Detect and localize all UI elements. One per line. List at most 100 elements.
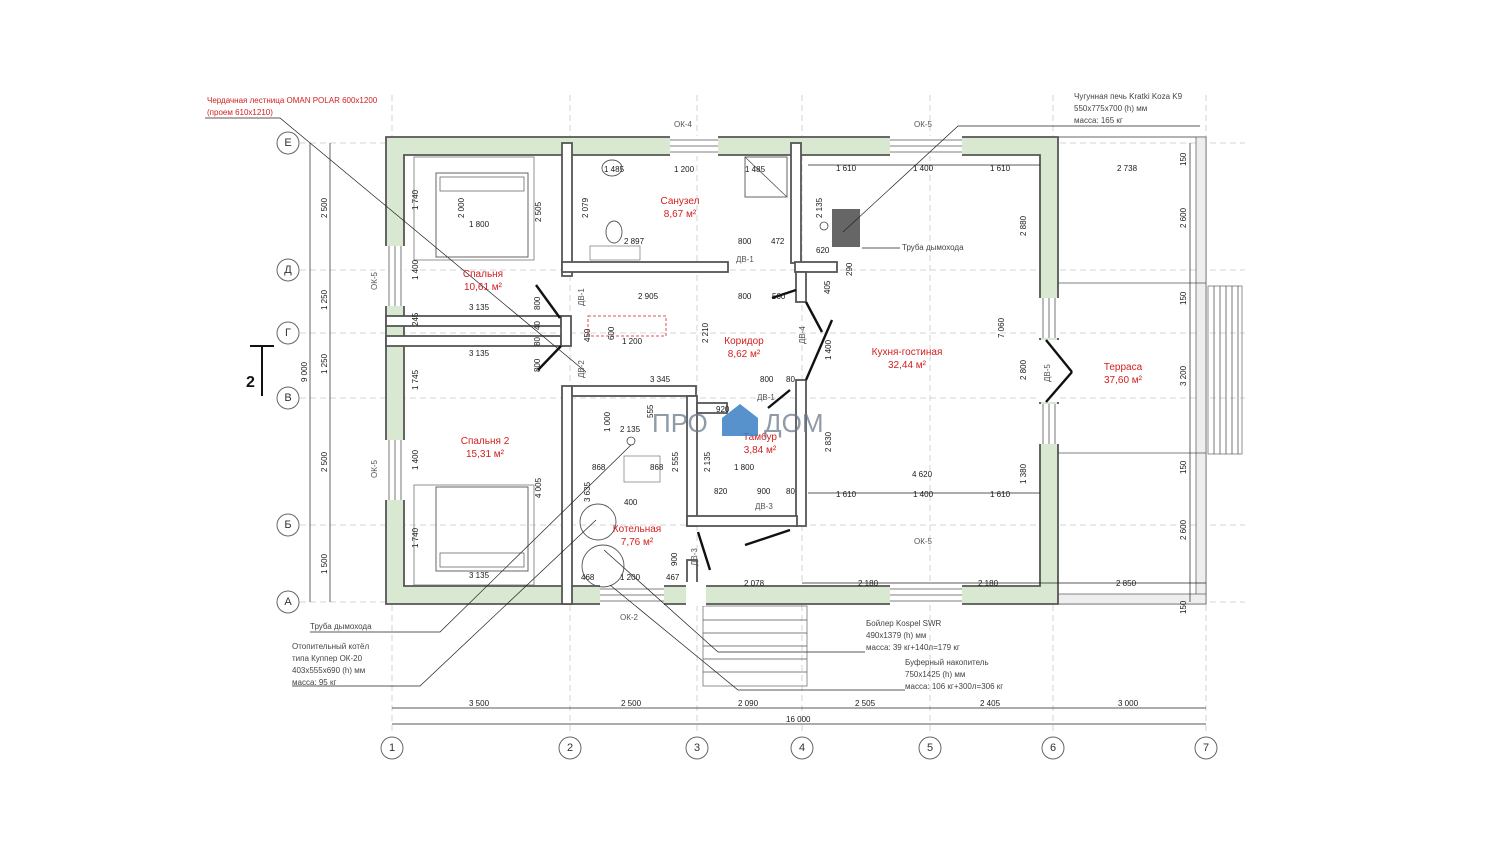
axis-row-b: Б	[284, 519, 291, 531]
dim-terrace-bottom-1: 2 078	[744, 579, 765, 588]
dim-boiler-2: 2 135	[620, 425, 641, 434]
dim-terrace-top: 2 738	[1117, 164, 1138, 173]
dim-corr-9: 40	[533, 321, 542, 330]
dim-bed2-1: 3 135	[469, 349, 490, 358]
stair-note-title: Чердачная лестница OMAN POLAR 600х1200	[207, 96, 378, 105]
window-ok2-label: ОК-2	[620, 613, 639, 622]
dim-kitchen-bottom-1: 1 610	[836, 490, 857, 499]
row-axis-markers: Е Д Г В Б А	[276, 131, 300, 614]
dim-corr-6: 450	[583, 328, 592, 342]
dim-kitchen-width: 4 620	[912, 470, 933, 479]
dim-bottom-2: 2 500	[621, 699, 642, 708]
watermark-text-left: ПРО	[652, 408, 708, 438]
room-corridor-area: 8,62 м²	[728, 349, 761, 360]
boiler-note-1: Отопительный котёл	[292, 642, 369, 651]
axis-row-e: Е	[284, 137, 291, 149]
stove-note-mass: масса: 165 кг	[1074, 116, 1123, 125]
dim-terrace-bottom-2: 2 180	[858, 579, 879, 588]
dim-boiler-4: 868	[650, 463, 664, 472]
leader-lines	[205, 117, 1200, 691]
window-ok5-bottom-label: ОК-5	[914, 537, 933, 546]
dim-boiler-12: 555	[646, 404, 655, 418]
axis-row-v: В	[284, 392, 291, 404]
dim-stove-2: 620	[816, 246, 830, 255]
dim-terrace-7: 150	[1179, 600, 1188, 614]
dim-bottom-4: 2 505	[855, 699, 876, 708]
dim-stove-3: 290	[845, 262, 854, 276]
heater-note-title: Бойлер Kospel SWR	[866, 619, 942, 628]
dim-terrace-bottom-4: 2 850	[1116, 579, 1137, 588]
dim-stove-4: 405	[823, 280, 832, 294]
axis-row-a: А	[284, 596, 292, 608]
room-bedroom-name: Спальня	[463, 269, 503, 280]
dim-bed1-6: 3 135	[469, 303, 490, 312]
dim-bath-4: 2 079	[581, 197, 590, 218]
dim-bath-5: 2 897	[624, 237, 645, 246]
watermark-logo: ПРО ДОМ	[652, 404, 824, 438]
room-terrace-area: 37,60 м²	[1104, 375, 1143, 386]
dim-vest-1: 920	[716, 405, 730, 414]
dim-bottom-1: 3 500	[469, 699, 490, 708]
dim-left-5: 1 500	[320, 553, 329, 574]
heater-note-mass: масса: 39 кг+140л=179 кг	[866, 643, 960, 652]
interior-walls	[385, 142, 838, 605]
boiler-note-2: типа Куппер ОК-20	[292, 654, 363, 663]
window-ok4-label: ОК-4	[674, 120, 693, 129]
room-vestibule-area: 3,84 м²	[744, 445, 777, 456]
room-bathroom-name: Санузел	[661, 196, 700, 207]
dim-terrace-1: 150	[1179, 152, 1188, 166]
axis-col-5: 5	[927, 742, 933, 754]
dim-kitchen-top-2: 1 400	[913, 164, 934, 173]
window-ok5-left-bottom-label: ОК-5	[370, 459, 379, 478]
axis-col-1: 1	[389, 742, 395, 754]
dim-terrace-2: 2 600	[1179, 207, 1188, 228]
furniture-and-fixtures	[413, 156, 860, 588]
boiler-note-4: масса: 95 кг	[292, 678, 336, 687]
dim-bottom-5: 2 405	[980, 699, 1001, 708]
room-labels: Спальня 10,61 м² Спальня 2 15,31 м² Сану…	[461, 196, 1143, 548]
dim-bed1-4: 1 800	[469, 220, 490, 229]
room-kitchen-name: Кухня-гостиная	[872, 347, 943, 358]
dim-boiler-5: 2 555	[671, 451, 680, 472]
dim-stove-5: 1 400	[824, 339, 833, 360]
dim-bed1-7: 245	[411, 312, 420, 326]
exterior-walls	[385, 136, 1059, 605]
heater-note-size: 490х1379 (h) мм	[866, 631, 926, 640]
door-dv2-label: ДВ-2	[577, 360, 586, 378]
dim-boiler-8: 900	[670, 552, 679, 566]
dim-bed1-2: 1 400	[411, 259, 420, 280]
dim-corr-3: 500	[772, 292, 786, 301]
dim-bath-1: 1 200	[674, 165, 695, 174]
door-dv1-mid-label: ДВ-1	[757, 393, 775, 402]
window-ok5-left-top-label: ОК-5	[370, 271, 379, 290]
room-bedroom2-name: Спальня 2	[461, 436, 510, 447]
dim-bed2-2: 1 745	[411, 369, 420, 390]
axis-col-2: 2	[567, 742, 573, 754]
room-boiler-area: 7,76 м²	[621, 537, 654, 548]
dim-left-2: 1 250	[320, 289, 329, 310]
dim-corr-8: 1 200	[622, 337, 643, 346]
section-number: 2	[246, 374, 255, 391]
chimney-note-top: Труба дымохода	[902, 243, 964, 252]
dim-kitchen-wall-1: 2 880	[1019, 215, 1028, 236]
chimney-pipe-icon	[819, 221, 829, 231]
dim-kitchen-wall-2: 2 800	[1019, 359, 1028, 380]
section-mark: 2	[246, 345, 274, 396]
dim-kitchen-bottom-3: 1 610	[990, 490, 1011, 499]
dim-vest-4: 820	[714, 487, 728, 496]
dim-terrace-3: 150	[1179, 291, 1188, 305]
dim-stove-6: 2 830	[824, 431, 833, 452]
door-leaves	[535, 284, 1073, 571]
door-dv5-label: ДВ-5	[1043, 364, 1052, 382]
house-icon	[722, 404, 758, 436]
dim-bed1-5: 2 505	[534, 201, 543, 222]
dim-bed2-4: 1 740	[411, 527, 420, 548]
dim-corr-13: 800	[760, 375, 774, 384]
dim-bed2-3: 1 400	[411, 449, 420, 470]
door-dv3-bottom-label: ДВ-3	[690, 548, 699, 566]
door-dv1-left-label: ДВ-1	[577, 288, 586, 306]
dim-stove-1: 2 135	[815, 197, 824, 218]
dim-corr-11: 800	[533, 358, 542, 372]
dim-bath-6: 800	[738, 237, 752, 246]
